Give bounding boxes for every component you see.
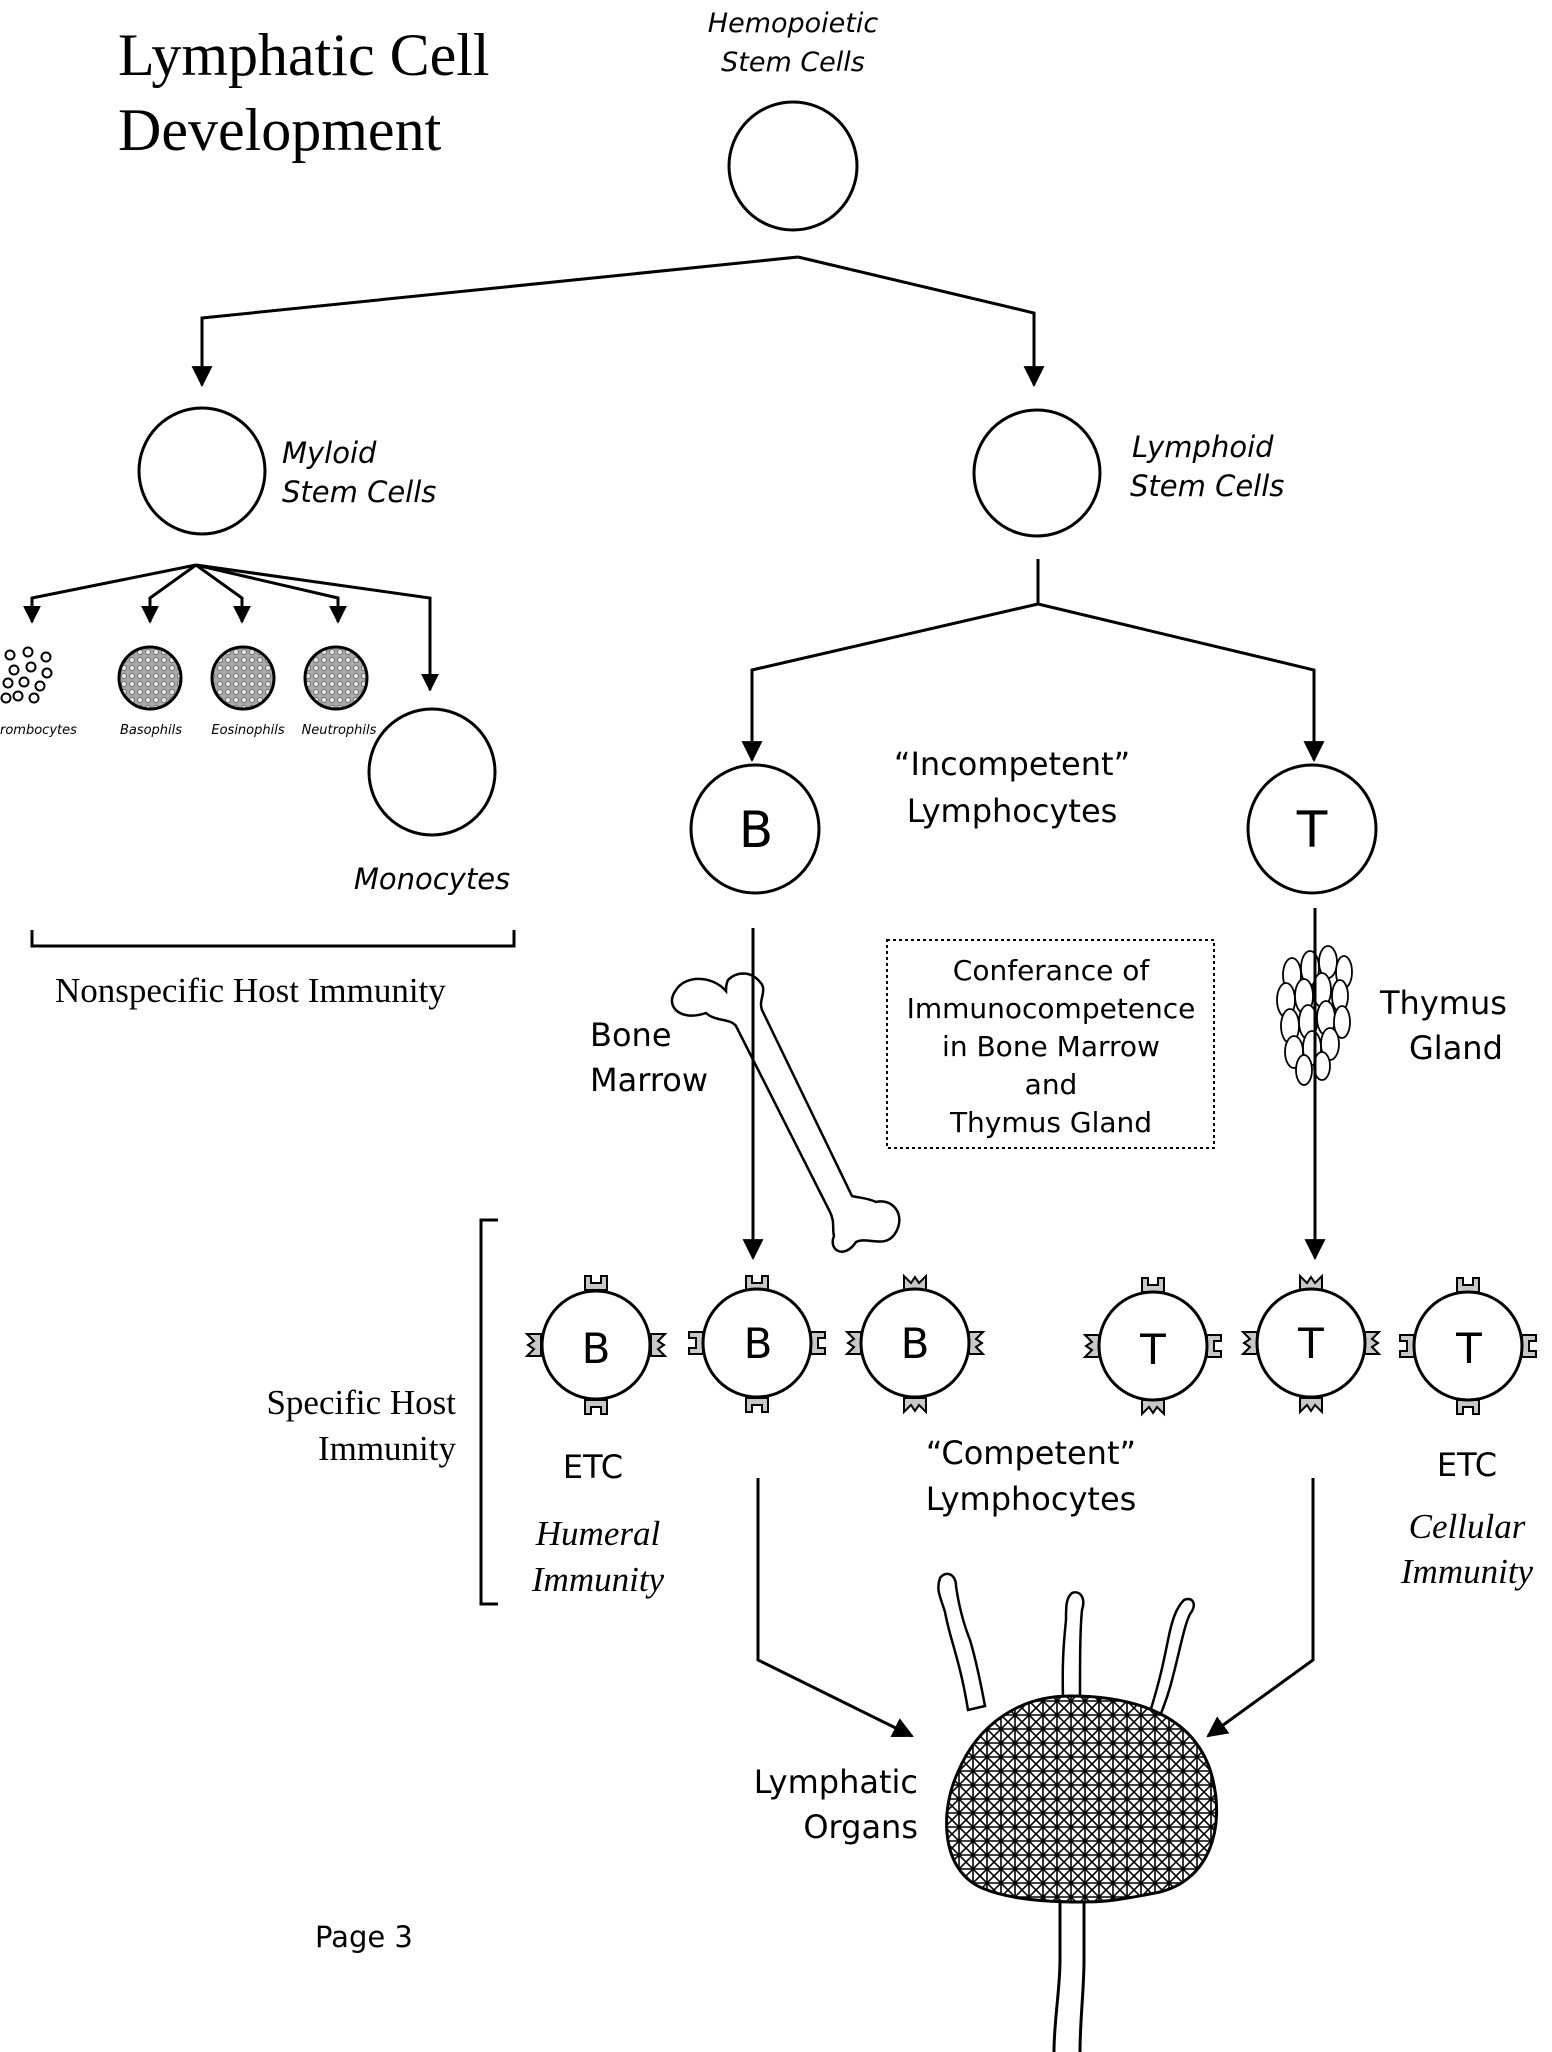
lymphoid-split xyxy=(750,559,1314,760)
thrombocytes-label: rombocytes xyxy=(0,723,77,738)
incompetent-label-1: “Incompetent” xyxy=(894,745,1130,783)
competent-b-letter-3: B xyxy=(901,1319,930,1368)
conferance-box xyxy=(886,939,1215,1149)
competent-t-cell-3 xyxy=(1399,1277,1537,1415)
bone-marrow-label-1: Bone xyxy=(590,1016,672,1054)
incompetent-b-letter: B xyxy=(739,801,773,859)
myeloid-branches xyxy=(23,563,439,692)
t-to-organ-arrow xyxy=(1206,1478,1315,1738)
lymphatic-organs-label-2: Organs xyxy=(803,1808,918,1846)
competent-b-cell-2 xyxy=(688,1275,826,1413)
neutrophil-cell xyxy=(303,645,369,711)
lymph-node-illustration xyxy=(937,1572,1219,2052)
competent-label-1: “Competent” xyxy=(926,1434,1136,1472)
basophils-label: Basophils xyxy=(120,723,182,738)
myloid-stem-cell xyxy=(137,406,267,536)
specific-bracket xyxy=(479,1218,498,1606)
competent-b-letter-2: B xyxy=(744,1319,773,1368)
competent-t-letter-2: T xyxy=(1297,1319,1324,1368)
hemopoietic-label-1: Hemopoietic xyxy=(708,8,879,39)
monocytes-label: Monocytes xyxy=(354,862,510,896)
competent-t-letter-3: T xyxy=(1455,1324,1482,1373)
bone-illustration xyxy=(670,972,901,1253)
monocyte-cell xyxy=(367,707,497,837)
myloid-label-1: Myloid xyxy=(282,436,377,470)
humeral-label-1: Humeral xyxy=(535,1514,660,1553)
bone-marrow-label-2: Marrow xyxy=(590,1061,708,1099)
eosinophils-label: Eosinophils xyxy=(211,723,284,738)
split-line-lymphoid xyxy=(797,255,1045,388)
split-line-myloid xyxy=(191,255,799,388)
competent-t-cell-2 xyxy=(1242,1275,1380,1413)
incompetent-t-letter: T xyxy=(1296,801,1328,859)
nonspecific-bracket xyxy=(30,930,516,948)
eosinophil-cell xyxy=(210,645,276,711)
conferance-line-3: in Bone Marrow xyxy=(942,1030,1160,1063)
neutrophils-label: Neutrophils xyxy=(302,723,377,738)
etc-right-label: ETC xyxy=(1437,1446,1497,1484)
lymphoid-label-2: Stem Cells xyxy=(1130,469,1284,503)
hemopoietic-label-2: Stem Cells xyxy=(721,47,865,78)
incompetent-t-cell xyxy=(1246,763,1378,895)
conferance-line-5: Thymus Gland xyxy=(949,1106,1152,1139)
nonspecific-label: Nonspecific Host Immunity xyxy=(55,971,446,1010)
b-to-organ-arrow xyxy=(756,1478,914,1738)
thymus-illustration xyxy=(1276,945,1353,1086)
thrombocytes-cluster xyxy=(0,646,53,704)
thymus-label-2: Gland xyxy=(1409,1029,1503,1067)
competent-t-letter-1: T xyxy=(1139,1325,1166,1374)
conferance-line-1: Conferance of xyxy=(953,954,1151,987)
basophil-cell xyxy=(117,645,183,711)
lymphatic-organs-label-1: Lymphatic xyxy=(754,1763,918,1801)
conferance-line-2: Immunocompetence xyxy=(907,992,1196,1025)
title-line-2: Development xyxy=(118,97,442,163)
conferance-line-4: and xyxy=(1025,1068,1078,1101)
specific-label-2: Immunity xyxy=(318,1429,457,1468)
cellular-label-2: Immunity xyxy=(1400,1552,1534,1591)
lymphoid-stem-cell xyxy=(972,408,1102,538)
myloid-label-2: Stem Cells xyxy=(282,475,436,509)
humeral-label-2: Immunity xyxy=(531,1560,665,1599)
competent-b-letter-1: B xyxy=(582,1324,611,1373)
cellular-label-1: Cellular xyxy=(1409,1507,1526,1546)
etc-left-label: ETC xyxy=(563,1448,623,1486)
page-number: Page 3 xyxy=(315,1920,413,1954)
specific-label-1: Specific Host xyxy=(266,1383,456,1422)
hemopoietic-stem-cell xyxy=(727,100,859,232)
competent-label-2: Lymphocytes xyxy=(926,1480,1137,1518)
title-line-1: Lymphatic Cell xyxy=(118,22,490,88)
competent-b-cell-1 xyxy=(526,1275,666,1415)
competent-t-cell-1 xyxy=(1084,1277,1222,1415)
lymphoid-label-1: Lymphoid xyxy=(1132,430,1274,464)
incompetent-b-cell xyxy=(689,763,821,895)
thymus-label-1: Thymus xyxy=(1379,984,1507,1022)
competent-b-cell-3 xyxy=(846,1275,984,1413)
incompetent-label-2: Lymphocytes xyxy=(907,792,1118,830)
